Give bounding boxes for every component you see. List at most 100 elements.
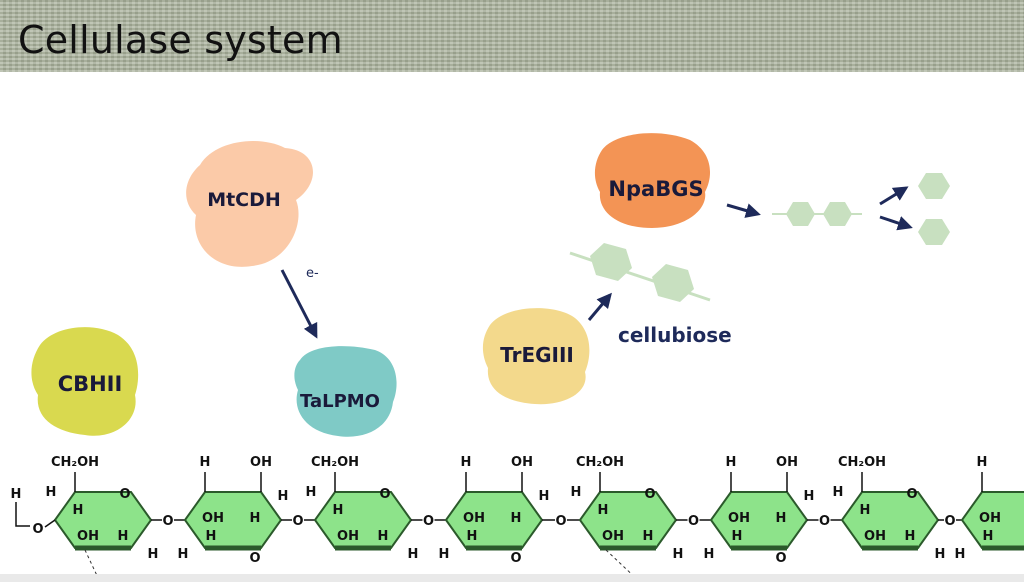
ring-h: H xyxy=(250,511,261,526)
glucose-ring xyxy=(53,491,153,549)
enzyme-talpmo: TaLPMO xyxy=(294,346,397,437)
bond xyxy=(44,519,56,528)
tregiii-release-arrow xyxy=(587,292,612,321)
terminal-h: H xyxy=(11,487,22,502)
ch2oh-group: CH₂OH xyxy=(838,455,886,470)
ch2oh-group: CH₂OH xyxy=(51,455,99,470)
ring-h: H xyxy=(732,529,743,544)
ring-oh: OH xyxy=(463,511,485,526)
enzyme-npabgs: NpaBGS xyxy=(594,133,711,228)
split-arrow-up xyxy=(879,186,909,206)
ring-h: H xyxy=(905,529,916,544)
ring-h: H xyxy=(306,485,317,500)
cellubiose-label: cellubiose xyxy=(618,323,732,347)
ring-h: H xyxy=(955,547,966,562)
top-h: H xyxy=(977,455,988,470)
ring-oh: OH xyxy=(979,511,1001,526)
talpmo-label: TaLPMO xyxy=(300,391,380,412)
ring-oh: OH xyxy=(864,529,886,544)
ring-h: H xyxy=(148,547,159,562)
ring-h: H xyxy=(673,547,684,562)
ring-oh: OH xyxy=(337,529,359,544)
top-h: H xyxy=(200,455,211,470)
ring-h: H xyxy=(598,503,609,518)
enzyme-mtcdh: MtCDH xyxy=(186,141,313,267)
glycosidic-oxygen: O xyxy=(292,514,303,529)
talpmo-blob xyxy=(294,346,397,437)
glucose-ring xyxy=(183,491,283,549)
enzyme-cbhii: CBHII xyxy=(31,327,139,436)
terminal-bond xyxy=(15,502,30,527)
ring-h: H xyxy=(178,547,189,562)
glucose-monomer-2 xyxy=(918,219,950,245)
split-arrow-down xyxy=(879,215,913,231)
cbhii-blob xyxy=(31,327,139,436)
ring-h: H xyxy=(833,485,844,500)
ring-h: H xyxy=(439,547,450,562)
tregiii-blob xyxy=(482,308,590,405)
disaccharide-ring-1 xyxy=(786,202,815,226)
glucose-ring xyxy=(840,491,940,549)
npabgs-label: NpaBGS xyxy=(608,177,703,201)
ring-h: H xyxy=(73,503,84,518)
ch2oh-group: CH₂OH xyxy=(576,455,624,470)
cbhii-label: CBHII xyxy=(58,372,123,396)
enzyme-tregiii: TrEGIII xyxy=(482,308,590,405)
ring-oh: OH xyxy=(77,529,99,544)
glycosidic-oxygen: O xyxy=(688,514,699,529)
glucose-monomer-1 xyxy=(918,173,950,199)
ring-h: H xyxy=(333,503,344,518)
ring-oxygen: O xyxy=(510,551,521,566)
glycosidic-oxygen: O xyxy=(162,514,173,529)
ch2oh-group: CH₂OH xyxy=(311,455,359,470)
cellubiose-molecule xyxy=(569,243,711,302)
ring-h: H xyxy=(643,529,654,544)
ring-h: H xyxy=(408,547,419,562)
npabgs-input-arrow xyxy=(726,203,761,218)
ring-h: H xyxy=(571,485,582,500)
electron-transfer-arrow xyxy=(280,269,318,339)
ring-oh: OH xyxy=(728,511,750,526)
mtcdh-blob xyxy=(186,141,313,267)
glucose-ring xyxy=(313,491,413,549)
glycosidic-oxygen: O xyxy=(819,514,830,529)
glucose-ring xyxy=(578,491,678,549)
disaccharide-ring-2 xyxy=(823,202,852,226)
cellubiose-ring-1 xyxy=(590,243,632,281)
ring-h: H xyxy=(118,529,129,544)
ring-h: H xyxy=(378,529,389,544)
glucose-ring xyxy=(709,491,809,549)
glucose-ring xyxy=(444,491,544,549)
ring-oxygen: O xyxy=(775,551,786,566)
ring-oxygen: O xyxy=(906,487,917,502)
title-banner xyxy=(0,0,1024,72)
ring-h: H xyxy=(704,547,715,562)
cellubiose-ring-2 xyxy=(652,264,694,302)
ring-oxygen: O xyxy=(379,487,390,502)
npabgs-blob xyxy=(594,133,711,228)
top-oh: OH xyxy=(250,455,272,470)
terminal-oxygen: O xyxy=(32,522,43,537)
ring-h: H xyxy=(983,529,994,544)
ring-oxygen: O xyxy=(644,487,655,502)
glycosidic-oxygen: O xyxy=(423,514,434,529)
ring-h: H xyxy=(776,511,787,526)
ring-h: H xyxy=(935,547,946,562)
top-oh: OH xyxy=(776,455,798,470)
top-h: H xyxy=(461,455,472,470)
mtcdh-label: MtCDH xyxy=(207,189,281,211)
ring-h: H xyxy=(278,489,289,504)
ring-h: H xyxy=(467,529,478,544)
bottom-strip xyxy=(0,574,1024,582)
top-oh: OH xyxy=(511,455,533,470)
small-disaccharide xyxy=(772,202,862,226)
ring-h: H xyxy=(539,489,550,504)
electron-label: e- xyxy=(306,266,319,281)
top-h: H xyxy=(726,455,737,470)
page-title: Cellulase system xyxy=(18,18,343,62)
ring-h: H xyxy=(511,511,522,526)
ring-oxygen: O xyxy=(119,487,130,502)
glycosidic-oxygen: O xyxy=(555,514,566,529)
